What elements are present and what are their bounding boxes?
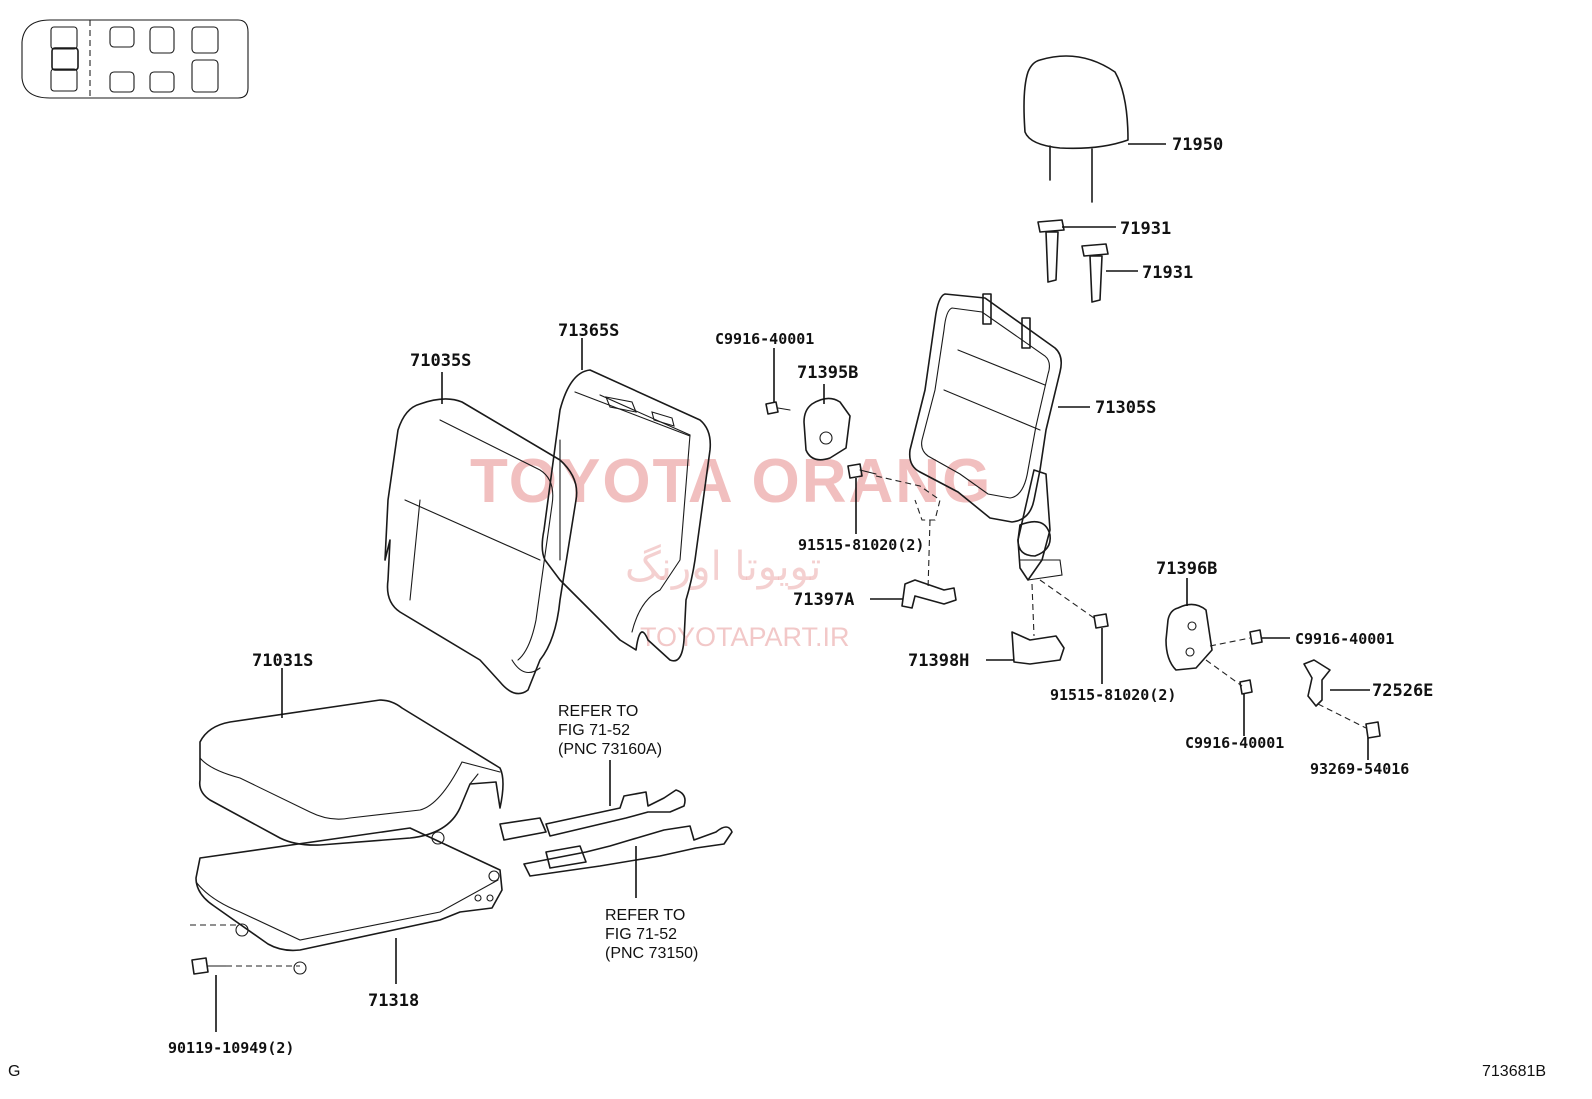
label-c9916-right: C9916-40001 xyxy=(1295,630,1394,648)
bolt-lower-part xyxy=(1093,613,1109,629)
label-91515-upper: 91515-81020(2) xyxy=(798,536,924,554)
label-71931-a: 71931 xyxy=(1120,219,1171,239)
label-71931-b: 71931 xyxy=(1142,263,1193,283)
watermark-site: TOYOTAPART.IR xyxy=(640,622,850,652)
label-71035s: 71035S xyxy=(410,351,471,371)
seatback-frame-part xyxy=(908,293,1063,581)
seat-locator-diagram xyxy=(21,19,249,99)
label-c9916-upper: C9916-40001 xyxy=(715,330,814,348)
seat-cushion-part xyxy=(198,699,504,846)
note-upper-line2: FIG 71-52 xyxy=(558,722,630,739)
label-90119: 90119-10949(2) xyxy=(168,1039,294,1057)
label-c9916-lower: C9916-40001 xyxy=(1185,734,1284,752)
label-71318: 71318 xyxy=(368,991,419,1011)
watermark-brand-fa: تويوتا اورنگ xyxy=(625,544,821,590)
note-lower-line3: (PNC 73150) xyxy=(605,945,698,962)
headrest-support-parts xyxy=(1037,219,1109,303)
cushion-frame-part xyxy=(195,827,503,975)
label-71396b: 71396B xyxy=(1156,559,1217,579)
note-lower-line2: FIG 71-52 xyxy=(605,926,677,943)
corner-code-left: G xyxy=(8,1063,20,1080)
seatback-pad-part xyxy=(384,398,578,695)
bracket-71397a-part xyxy=(901,579,957,609)
label-71395b: 71395B xyxy=(797,363,858,383)
label-72526e: 72526E xyxy=(1372,681,1433,701)
cover-71398h-part xyxy=(1011,631,1065,665)
bolt-cushion-part xyxy=(191,957,227,975)
seat-belt-buckle-upper xyxy=(499,789,686,841)
label-71950: 71950 xyxy=(1172,135,1223,155)
bolt-upper-part xyxy=(847,463,877,479)
hinge-cover-upper-part xyxy=(765,397,851,461)
label-71397a: 71397A xyxy=(793,590,854,610)
label-93269: 93269-54016 xyxy=(1310,760,1409,778)
diagram-code: 713681B xyxy=(1482,1063,1546,1080)
lever-72526e-part xyxy=(1303,659,1381,739)
note-lower-line1: REFER TO xyxy=(605,907,685,924)
label-71031s: 71031S xyxy=(252,651,313,671)
headrest-part xyxy=(1023,55,1129,203)
seatback-cover-part xyxy=(541,369,712,662)
label-71365s: 71365S xyxy=(558,321,619,341)
watermark-brand: TOYOTA ORANG xyxy=(470,447,992,516)
note-upper-line1: REFER TO xyxy=(558,703,638,720)
label-91515-lower: 91515-81020(2) xyxy=(1050,686,1176,704)
label-71305s: 71305S xyxy=(1095,398,1156,418)
hinge-cover-71396b-part xyxy=(1165,603,1263,695)
seat-belt-buckle-lower xyxy=(523,825,733,877)
note-upper-line3: (PNC 73160A) xyxy=(558,741,662,758)
label-71398h: 71398H xyxy=(908,651,969,671)
